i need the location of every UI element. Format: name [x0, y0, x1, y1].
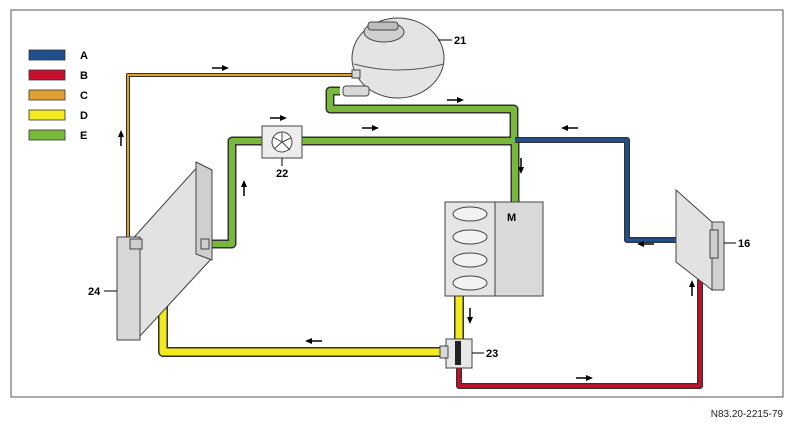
legend-swatch-e: [28, 129, 66, 141]
thermostat-inlet: [439, 345, 449, 359]
flow-arrows: [118, 65, 695, 381]
callout-16: 16: [738, 238, 750, 250]
expansion-tank-vent-nipple: [351, 69, 361, 79]
legend-item-a: A: [28, 49, 88, 62]
flow-arrow-right-icon: [212, 65, 229, 71]
engine: M: [444, 201, 544, 297]
flow-arrow-down-icon: [518, 158, 524, 174]
legend-label-a: A: [80, 50, 88, 62]
flow-arrow-right-icon: [576, 375, 593, 381]
radiator-tank-left: [116, 236, 141, 341]
legend-item-d: D: [28, 109, 88, 122]
coolant-pump-blades: [272, 132, 292, 151]
legend-label-c: C: [80, 90, 88, 102]
expansion-tank-cap-top: [367, 21, 399, 31]
callout-24: 24: [88, 286, 101, 298]
flow-arrow-right-icon: [362, 125, 379, 131]
engine-cylinder-2: [452, 229, 488, 245]
legend-swatch-d: [28, 109, 66, 121]
engine-cylinder-1: [452, 206, 488, 222]
legend: A B C D E: [28, 49, 88, 142]
pipe-a: [515, 138, 684, 242]
callout-21: 21: [454, 35, 466, 47]
heater-core: [675, 188, 725, 292]
flow-arrow-down-icon: [467, 308, 473, 324]
legend-swatch-c: [28, 89, 66, 101]
engine-cylinder-3: [452, 252, 488, 268]
legend-swatch-a: [28, 49, 66, 61]
flow-arrow-left-icon: [305, 338, 322, 344]
engine-label: M: [507, 212, 516, 224]
expansion-tank-seam: [353, 63, 445, 71]
radiator: [116, 161, 213, 341]
radiator-tank-right: [195, 161, 213, 261]
flow-arrow-right-icon: [270, 115, 287, 121]
legend-label-b: B: [80, 70, 88, 82]
legend-item-c: C: [28, 89, 88, 102]
flow-arrow-right-icon: [447, 97, 464, 103]
engine-cylinder-4: [452, 275, 488, 291]
flow-arrow-up-icon: [118, 130, 124, 146]
pipe-c: [127, 74, 358, 238]
flow-arrow-up-icon: [689, 280, 695, 296]
radiator-fitting-right: [200, 238, 210, 250]
callout-23: 23: [486, 348, 498, 360]
legend-label-e: E: [80, 130, 87, 142]
heater-core-fitting: [709, 229, 719, 259]
thermostat-valve: [455, 341, 461, 365]
expansion-tank: [342, 17, 445, 99]
legend-item-b: B: [28, 69, 88, 82]
callout-22: 22: [276, 168, 288, 180]
legend-swatch-b: [28, 69, 66, 81]
flow-arrow-left-icon: [561, 125, 578, 131]
legend-label-d: D: [80, 110, 88, 122]
flow-arrow-left-icon: [637, 241, 654, 247]
radiator-fitting-left: [129, 238, 143, 250]
flow-arrow-up-icon: [241, 180, 247, 196]
legend-item-e: E: [28, 129, 87, 142]
reference-code: N83.20-2215-79: [711, 409, 784, 420]
coolant-pump: [261, 125, 303, 159]
callouts: [104, 39, 736, 354]
expansion-tank-outlet: [342, 85, 370, 97]
